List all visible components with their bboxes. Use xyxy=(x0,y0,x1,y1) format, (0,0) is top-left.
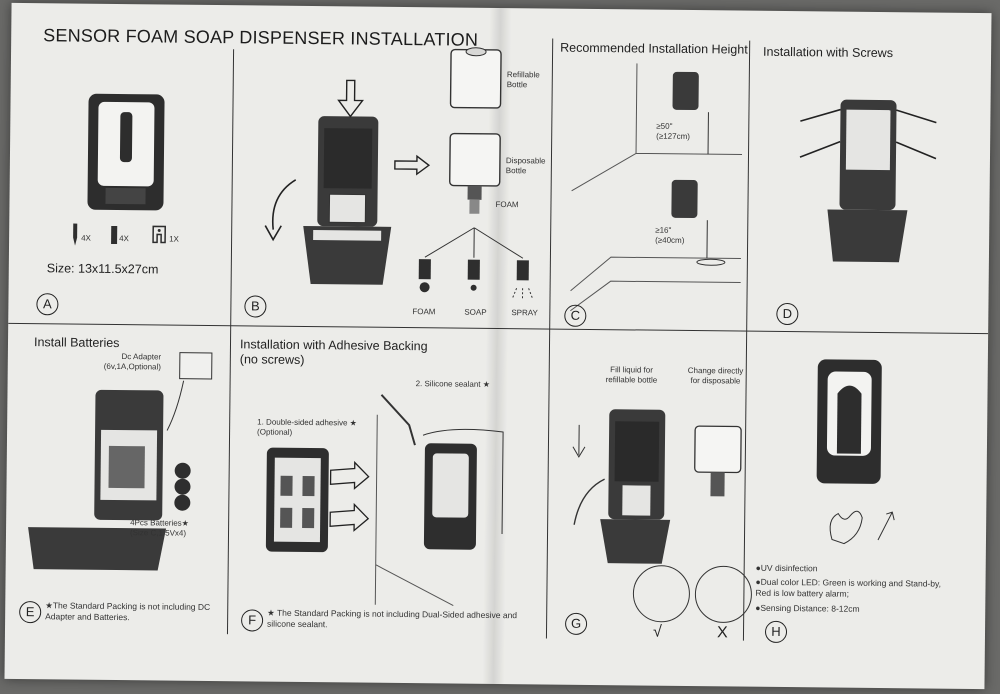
adhesive-label: 1. Double-sided adhesive ★ (Optional) xyxy=(257,417,357,437)
dispenser-front-icon xyxy=(816,359,882,484)
upper-height: ≥50" (≥127cm) xyxy=(656,121,690,141)
panel-letter-e: E xyxy=(19,601,42,624)
panel-b: Refillable Bottle Disposable Bottle FOAM… xyxy=(12,3,992,318)
panel-d-heading: Installation with Screws xyxy=(763,44,894,61)
panel-letter-a: A xyxy=(36,293,59,316)
panel-d: Installation with Screws D xyxy=(12,3,992,326)
nozzle-options-icon xyxy=(418,227,533,301)
panel-c-heading: Recommended Installation Height xyxy=(560,40,748,57)
lower-height: ≥16" (≥40cm) xyxy=(655,225,685,245)
wrong-mark: X xyxy=(716,624,728,642)
panel-e: Install Batteries Dc Adapter (6v,1A,Opti… xyxy=(12,3,992,624)
dispenser-icon xyxy=(87,93,165,211)
panel-letter-h: H xyxy=(764,620,788,644)
panel-letter-c: C xyxy=(564,304,587,327)
key-count: 1X xyxy=(169,234,179,244)
refillable-bottle-icon xyxy=(449,47,502,109)
wall-mount-diagram xyxy=(374,394,504,606)
refillable-label: Refillable Bottle xyxy=(506,70,540,90)
hand-sensor-icon xyxy=(829,510,895,545)
down-arrow-icon xyxy=(337,79,364,118)
panel-a: 4X 4X 1X Size: 13x11.5x27cm A xyxy=(12,3,992,316)
panel-letter-d: D xyxy=(776,302,799,326)
screw-mount-diagram xyxy=(799,99,937,263)
feature-led: ●Dual color LED: Green is working and St… xyxy=(755,576,942,599)
disposable-bottle-icon xyxy=(449,132,501,214)
panel-e-heading: Install Batteries xyxy=(33,335,120,351)
anchor-count: 4X xyxy=(119,234,129,244)
panel-g: Fill liquid for refillable bottle Change… xyxy=(12,3,992,641)
right-arrow-icon xyxy=(394,154,431,176)
page-title: SENSOR FOAM SOAP DISPENSER INSTALLATION xyxy=(43,25,479,50)
panel-e-note: ★The Standard Packing is not including D… xyxy=(45,600,211,623)
divider-v1 xyxy=(226,49,235,635)
feature-uv: ●UV disinfection xyxy=(755,562,818,574)
nozzle-foam: FOAM xyxy=(412,307,436,317)
panel-f-heading: Installation with Adhesive Backing (no s… xyxy=(239,337,428,367)
size-spec: Size: 13x11.5x27cm xyxy=(46,261,159,277)
nozzle-spray: SPRAY xyxy=(511,308,538,318)
correct-mark: √ xyxy=(652,623,662,641)
panel-h: ●UV disinfection ●Dual color LED: Green … xyxy=(12,3,992,644)
battery-install-diagram xyxy=(28,352,213,571)
adhesive-back-diagram xyxy=(265,447,370,553)
feature-distance: ●Sensing Distance: 8-12cm xyxy=(755,602,860,614)
foam-pump-label: FOAM xyxy=(495,199,519,210)
fill-label: Fill liquid for refillable bottle xyxy=(605,365,658,385)
change-label: Change directly for disposable xyxy=(687,365,744,386)
panel-letter-b: B xyxy=(244,295,267,318)
divider-v2 xyxy=(545,38,554,639)
panel-letter-g: G xyxy=(564,612,588,635)
parts-icons xyxy=(73,223,166,246)
panel-letter-f: F xyxy=(240,609,264,632)
panel-c: Recommended Installation Height ≥50" (≥1… xyxy=(12,3,992,327)
battery-label: 4Pcs Batteries★ (Size C,1.5Vx4) xyxy=(129,518,189,538)
panel-f-note: ★ The Standard Packing is not including … xyxy=(267,607,518,630)
panel-f: Installation with Adhesive Backing (no s… xyxy=(12,3,992,632)
open-dispenser-icon xyxy=(303,116,392,285)
screw-count: 4X xyxy=(81,233,91,243)
instruction-sheet: SENSOR FOAM SOAP DISPENSER INSTALLATION … xyxy=(4,2,992,690)
height-diagram xyxy=(570,63,743,312)
rotate-arrow-icon xyxy=(264,179,297,242)
nozzle-soap: SOAP xyxy=(464,307,487,317)
disposable-label: Disposable Bottle xyxy=(505,156,546,176)
refill-diagram xyxy=(572,409,752,623)
